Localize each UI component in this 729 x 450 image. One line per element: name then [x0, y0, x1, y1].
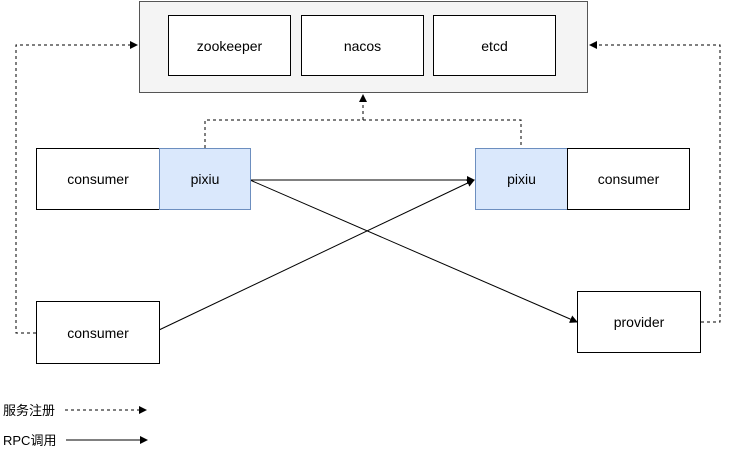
- rpc-edge-pixiu-to-provider: [249, 179, 578, 323]
- registry-etcd: etcd: [433, 15, 556, 76]
- registration-edge-provider: [589, 41, 721, 323]
- left-pixiu-node: pixiu: [159, 148, 251, 210]
- solid-arrow-icon: [66, 435, 149, 444]
- right-consumer-node: consumer: [567, 148, 690, 210]
- legend-registration: 服务注册: [3, 400, 148, 419]
- right-pixiu-node: pixiu: [475, 148, 568, 210]
- legend-rpc: RPC调用: [3, 430, 149, 449]
- dashed-arrow-icon: [65, 405, 148, 414]
- legend-rpc-label: RPC调用: [3, 433, 57, 448]
- legend-registration-label: 服务注册: [3, 403, 56, 418]
- registration-edge-bottom-consumer: [15, 41, 138, 334]
- left-consumer-node: consumer: [36, 148, 160, 210]
- registry-nacos: nacos: [301, 15, 424, 76]
- provider-node: provider: [577, 291, 701, 353]
- registry-zookeeper: zookeeper: [168, 15, 291, 76]
- bottom-consumer-node: consumer: [36, 301, 160, 364]
- registration-edge-pixiu: [204, 119, 522, 148]
- rpc-edge-consumer-to-pixiu: [158, 179, 475, 331]
